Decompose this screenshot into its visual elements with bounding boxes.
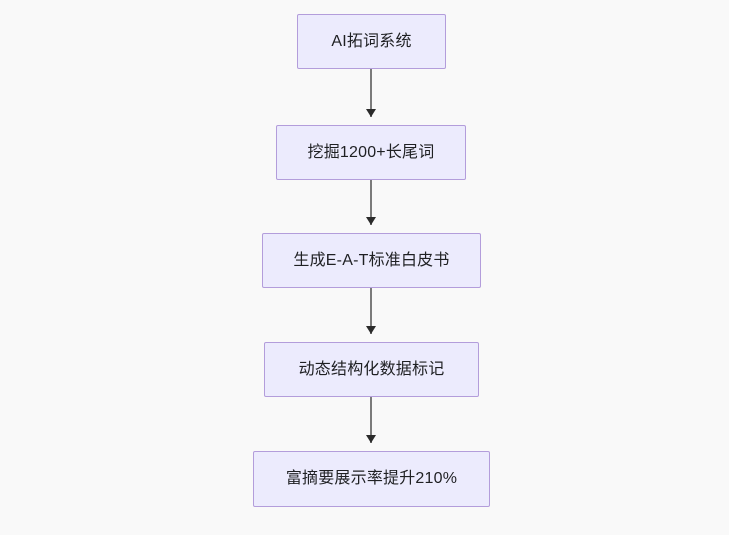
flow-node-structured-data-markup[interactable]: 动态结构化数据标记 — [264, 342, 479, 397]
flow-node-ai-keyword-system[interactable]: AI拓词系统 — [297, 14, 446, 69]
flow-node-label: 动态结构化数据标记 — [298, 360, 445, 378]
arrowhead-icon — [366, 109, 376, 117]
edge-line — [369, 180, 373, 225]
flow-node-rich-snippet-result[interactable]: 富摘要展示率提升210% — [253, 451, 490, 507]
edge-line — [369, 288, 373, 334]
flow-node-label: 生成E-A-T标准白皮书 — [293, 251, 450, 269]
flow-node-longtail-mining[interactable]: 挖掘1200+长尾词 — [276, 125, 466, 180]
arrowhead-icon — [366, 435, 376, 443]
flow-node-eat-whitepaper[interactable]: 生成E-A-T标准白皮书 — [262, 233, 481, 288]
edge-line — [369, 69, 373, 117]
arrowhead-icon — [366, 326, 376, 334]
flow-node-label: 挖掘1200+长尾词 — [307, 143, 435, 161]
arrowhead-icon — [366, 217, 376, 225]
flow-node-label: 富摘要展示率提升210% — [285, 470, 458, 487]
flow-node-label: AI拓词系统 — [331, 32, 412, 50]
edge-line — [369, 397, 373, 443]
